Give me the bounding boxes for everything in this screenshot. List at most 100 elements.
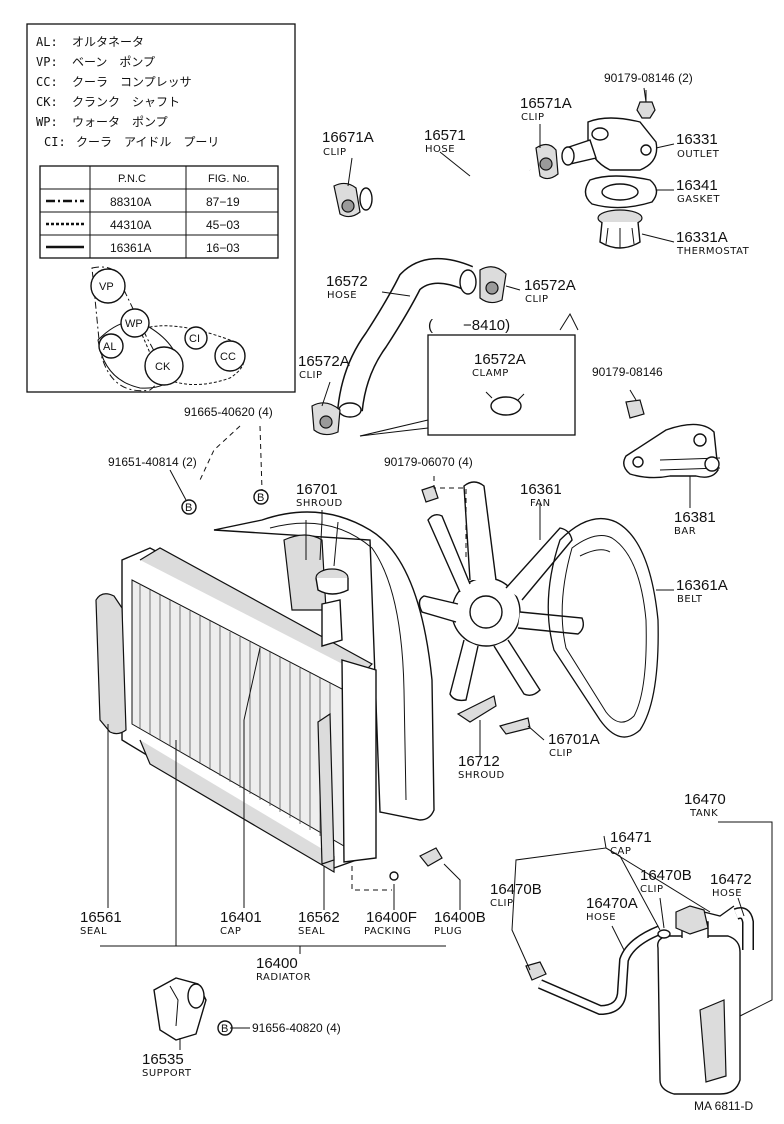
part-name: BELT: [677, 594, 703, 605]
cooling-fan: [418, 481, 585, 702]
radiator-seal: [317, 712, 335, 865]
part-name: SHROUD: [296, 498, 343, 509]
callout-labels: 90179-08146 (2) 16571A CLIP 16671A CLIP …: [80, 71, 753, 1113]
part-name: FAN: [530, 498, 551, 509]
pulley-label: AL: [103, 341, 116, 353]
part-name: PLUG: [434, 926, 462, 937]
part-name: HOSE: [425, 144, 455, 155]
part-number: 16701A: [548, 731, 600, 748]
part-name: CLIP: [299, 370, 323, 381]
part-name: SUPPORT: [142, 1068, 192, 1079]
part-number: 16535: [142, 1051, 184, 1068]
abbr-code: CK:: [36, 95, 58, 109]
part-number: 16470A: [586, 895, 638, 912]
shroud-clip: [498, 717, 531, 735]
packing: [389, 871, 399, 881]
part-name: TANK: [689, 808, 718, 819]
legend-table: P.N.C FIG. No. 88310A 87−19 44310A 45−03…: [39, 165, 279, 259]
water-outlet: [587, 117, 658, 171]
pulley-vp: [90, 268, 126, 304]
part-name: CLIP: [640, 884, 664, 895]
abbr-text: クーラ コンプレッサ: [72, 75, 192, 89]
belt-routing-diagram: VP WP AL CK CI CC: [90, 266, 246, 392]
part-name: THERMOSTAT: [676, 246, 750, 257]
part-number: 16381: [674, 509, 716, 526]
part-name: HOSE: [712, 888, 742, 899]
part-number: 16331A: [676, 229, 728, 246]
part-number: 16572A: [298, 353, 350, 370]
part-number: 90179-06070 (4): [384, 455, 473, 469]
b-marker: B: [181, 499, 197, 515]
abbr-text: オルタネータ: [72, 35, 144, 49]
variant-note: ( −8410): [428, 317, 510, 334]
abbr-text: クーラ アイドル プーリ: [76, 135, 219, 149]
abbr-text: ベーン ポンプ: [72, 55, 155, 69]
radiator-hose: [311, 257, 507, 436]
part-number: 16361: [520, 481, 562, 498]
part-number: 16671A: [322, 129, 374, 146]
part-name: HOSE: [327, 290, 357, 301]
part-name: CAP: [610, 846, 631, 857]
marker-letter: B: [221, 1023, 228, 1035]
part-name: CLAMP: [472, 368, 509, 379]
pulley-ck: [144, 346, 184, 386]
part-name: CLIP: [323, 147, 347, 158]
part-number: 91651-40814 (2): [108, 455, 197, 469]
footer-code: MA 6811-D: [694, 1099, 753, 1113]
part-name: HOSE: [586, 912, 616, 923]
radiator: [121, 547, 377, 874]
part-name: CAP: [220, 926, 241, 937]
upper-hose: [333, 143, 559, 218]
abbr-code: CI:: [44, 135, 66, 149]
lower-shroud: [456, 695, 497, 723]
part-number: 16400: [256, 955, 298, 972]
abbr-code: WP:: [36, 115, 58, 129]
radiator-support: [153, 977, 207, 1041]
part-name: RADIATOR: [256, 972, 311, 983]
part-number: 16401: [220, 909, 262, 926]
part-number: 16472: [710, 871, 752, 888]
pulley-wp: [120, 308, 150, 338]
fan-belt: [547, 518, 659, 738]
fan-shroud: [213, 511, 435, 821]
part-number: 16331: [676, 131, 718, 148]
pulley-al: [98, 333, 124, 359]
clamp-detail-box: ( −8410): [359, 312, 579, 437]
bolt: [625, 399, 645, 419]
pulley-cc: [214, 340, 246, 372]
part-number: 91656-40820 (4): [252, 1021, 341, 1035]
hose-clip: [525, 961, 547, 981]
tank-cap: [675, 905, 709, 935]
pulley-label: CK: [155, 361, 171, 373]
pulley-label: CC: [220, 351, 236, 363]
part-number: 16572A: [524, 277, 576, 294]
table-fig: 16−03: [206, 241, 240, 255]
b-marker: B: [217, 1020, 233, 1036]
part-name: SEAL: [298, 926, 325, 937]
pulley-label: WP: [125, 318, 143, 330]
part-number: 90179-08146: [592, 365, 663, 379]
part-name: GASKET: [677, 194, 720, 205]
drain-plug: [419, 847, 443, 867]
table-fig: 87−19: [206, 195, 240, 209]
legend-box: AL: オルタネータ VP: ベーン ポンプ CC: クーラ コンプレッサ CK…: [26, 23, 296, 393]
radiator-seal: [95, 593, 127, 735]
part-number: 16470B: [640, 867, 692, 884]
table-pnc: 16361A: [110, 241, 151, 255]
part-number: 16572: [326, 273, 368, 290]
clamp: [490, 396, 522, 416]
table-pnc: 88310A: [110, 195, 151, 209]
part-number: 16470B: [490, 881, 542, 898]
part-number: 16572A: [474, 351, 526, 368]
part-number: 90179-08146 (2): [604, 71, 693, 85]
part-number: 16701: [296, 481, 338, 498]
part-name: CLIP: [490, 898, 514, 909]
abbr-code: CC:: [36, 75, 58, 89]
part-number: 16471: [610, 829, 652, 846]
part-number: 16341: [676, 177, 718, 194]
bolt: [636, 101, 656, 119]
outlet-assembly: [561, 90, 658, 249]
marker-letter: B: [185, 502, 192, 514]
abbr-code: AL:: [36, 35, 58, 49]
